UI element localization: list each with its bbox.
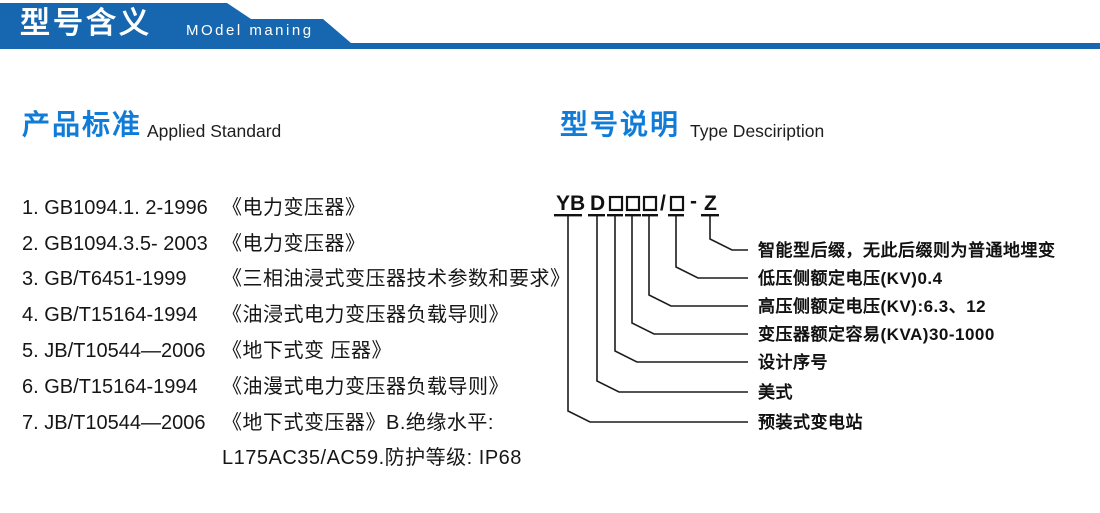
underline-d: [588, 214, 605, 217]
banner-polygon: [0, 3, 1100, 49]
standard-item: 3. GB/T6451-1999 《三相油浸式变压器技术参数和要求》: [22, 262, 570, 298]
standard-title: 《电力变压器》: [222, 196, 366, 219]
banner-shape: [0, 3, 1100, 49]
underline-square-3: [642, 214, 658, 217]
standard-code: 2. GB1094.3.5- 2003: [22, 232, 208, 255]
code-part-d: D: [590, 192, 605, 215]
standard-item: 7. JB/T10544—2006 《地下式变压器》B.绝缘水平:: [22, 405, 542, 441]
standard-title: 《油浸式电力变压器负载导则》: [222, 304, 509, 327]
callout-american-style: 美式: [758, 382, 793, 402]
code-part-yb: YB: [556, 192, 585, 215]
code-part-z: Z: [704, 192, 717, 215]
model-code-diagram: YB D / - Z 智能型后缀，无此后缀则为普通地埋变 低压侧额定电压(KV)…: [554, 190, 1056, 432]
standard-title: 《地下式变 压器》: [222, 340, 393, 363]
callout-design-serial: 设计序号: [758, 352, 828, 372]
page-title-english: MOdel maning: [186, 22, 314, 39]
standard-item: 2. GB1094.3.5- 2003 《电力变压器》: [22, 226, 542, 262]
standard-code: 3. GB/T6451-1999: [22, 268, 187, 291]
callout-smart-suffix: 智能型后缀，无此后缀则为普通地埋变: [758, 240, 1056, 260]
callout-prefab-substation: 预装式变电站: [758, 412, 863, 432]
callout-hv-voltage: 高压侧额定电压(KV):6.3、12: [758, 296, 986, 316]
connector-z: [709, 216, 748, 251]
code-part-slash: /: [660, 192, 666, 215]
underline-square-2: [625, 214, 641, 217]
standard-title: 《三相油浸式变压器技术参数和要求》: [222, 268, 571, 291]
connector-square-2: [631, 216, 748, 335]
standard-code: 5. JB/T10544—2006: [22, 340, 206, 363]
connector-square-3: [648, 216, 748, 307]
connector-d: [596, 216, 748, 393]
standard-title: L175AC35/AC59.防护等级: IP68: [222, 447, 522, 470]
underline-yb: [554, 214, 582, 217]
standard-title: 《电力变压器》: [222, 232, 366, 255]
connector-square-4: [675, 216, 748, 279]
standard-title: 《地下式变压器》B.绝缘水平:: [222, 411, 494, 434]
underline-square-1: [607, 214, 623, 217]
standard-code: 4. GB/T15164-1994: [22, 304, 198, 327]
standard-code: 1. GB1094.1. 2-1996: [22, 196, 208, 219]
right-section-heading: 型号说明: [560, 109, 681, 140]
callout-lv-voltage: 低压侧额定电压(KV)0.4: [757, 268, 943, 288]
code-square-4: [669, 195, 685, 212]
code-square-2: [625, 195, 641, 212]
standard-item: 5. JB/T10544—2006 《地下式变 压器》: [22, 333, 542, 369]
standard-code: 6. GB/T15164-1994: [22, 375, 198, 398]
connector-square-1: [614, 216, 748, 363]
code-part-dash: -: [690, 190, 697, 213]
code-square-3: [642, 195, 658, 212]
left-section-heading: 产品标准: [22, 109, 143, 140]
code-square-1: [608, 195, 624, 212]
underline-z: [701, 214, 719, 217]
standard-title: 《油漫式电力变压器负载导则》: [222, 375, 509, 398]
standard-item-continuation: L175AC35/AC59.防护等级: IP68: [22, 441, 542, 477]
page-title: 型号含义: [20, 7, 152, 40]
standard-item: 1. GB1094.1. 2-1996 《电力变压器》: [22, 190, 542, 226]
left-section-heading-english: Applied Standard: [147, 121, 282, 141]
standard-item: 6. GB/T15164-1994 《油漫式电力变压器负载导则》: [22, 369, 542, 405]
right-section-heading-english: Type Desciription: [690, 121, 825, 141]
underline-square-4: [668, 214, 684, 217]
standard-item: 4. GB/T15164-1994 《油浸式电力变压器负载导则》: [22, 297, 542, 333]
standards-list: 1. GB1094.1. 2-1996 《电力变压器》 2. GB1094.3.…: [22, 190, 570, 477]
connector-yb: [567, 216, 748, 423]
callout-rated-capacity: 变压器额定容易(KVA)30-1000: [758, 324, 995, 344]
standard-code: 7. JB/T10544—2006: [22, 411, 206, 434]
